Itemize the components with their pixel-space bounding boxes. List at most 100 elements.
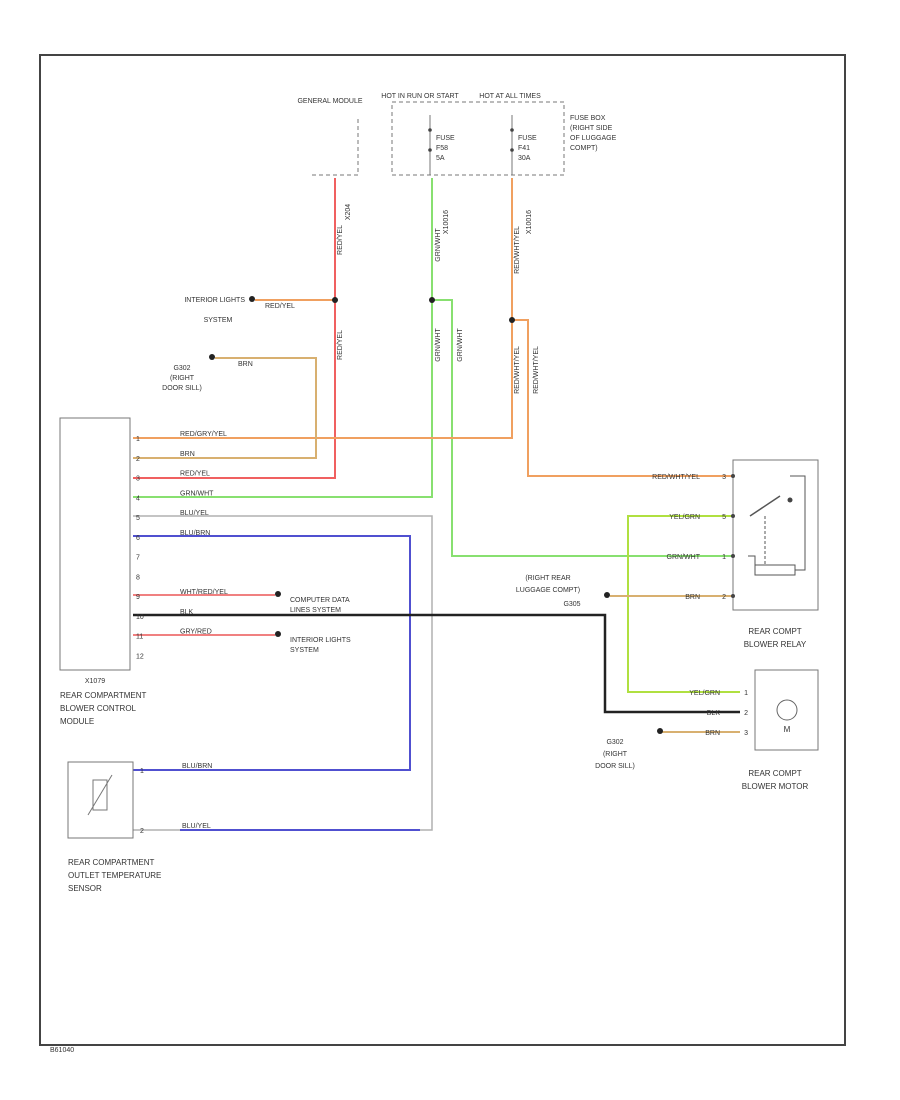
wire-red-wht-yel-relay bbox=[512, 319, 733, 477]
fuse-box-line-2: (RIGHT SIDE bbox=[570, 125, 613, 132]
wire-red-yel bbox=[133, 178, 336, 479]
module-pin-number: 1 bbox=[136, 436, 140, 443]
relay-pin-number: 2 bbox=[722, 594, 726, 601]
motor-pin-number: 2 bbox=[744, 710, 748, 717]
module-pin-number: 11 bbox=[136, 634, 143, 641]
blower-control-module: X1079 REAR COMPARTMENT BLOWER CONTROL MO… bbox=[59, 417, 146, 726]
relay-name-line-1: REAR COMPT bbox=[748, 627, 801, 636]
module-pin-number: 10 bbox=[136, 614, 144, 621]
gm-connector-id: X204 bbox=[345, 204, 352, 220]
module-name-line-2: BLOWER CONTROL bbox=[60, 704, 137, 713]
wire-label-gm-down: RED/YEL bbox=[337, 225, 344, 255]
relay-terminal bbox=[731, 554, 735, 558]
wire-label-f1-down: GRN/WHT bbox=[435, 228, 442, 262]
interior-lights-mid-line-1: INTERIOR LIGHTS bbox=[290, 637, 351, 644]
f2-connector-id: X10016 bbox=[526, 210, 533, 234]
module-pins: 1RED/GRY/YEL2BRN3RED/YEL4GRN/WHT5BLU/YEL… bbox=[136, 431, 228, 660]
fuse-1-terminal bbox=[428, 128, 432, 132]
relay-coil-icon bbox=[754, 564, 796, 576]
wire-label-f1-lower: GRN/WHT bbox=[435, 328, 442, 362]
motor-pin-wire-label: BRN bbox=[705, 730, 720, 737]
splice-green bbox=[429, 297, 435, 303]
relay-internal-wire bbox=[748, 555, 756, 570]
fuse-1-terminal bbox=[428, 148, 432, 152]
fuse-box: HOT IN RUN OR START HOT AT ALL TIMES FUS… bbox=[381, 93, 617, 176]
wire-grn-wht-module bbox=[133, 178, 433, 498]
module-pin-number: 2 bbox=[136, 456, 140, 463]
fuse-box-line-3: OF LUGGAGE bbox=[570, 135, 617, 142]
relay-pin-number: 3 bbox=[722, 474, 726, 481]
module-pin-number: 4 bbox=[136, 495, 140, 502]
sensor-body bbox=[67, 761, 134, 839]
ground-top-line-3: DOOR SILL) bbox=[162, 385, 202, 392]
outlet-temperature-sensor: REAR COMPARTMENT OUTLET TEMPERATURE SENS… bbox=[67, 761, 161, 893]
module-pin-wire-label: WHT/RED/YEL bbox=[180, 589, 228, 596]
ground-icon bbox=[604, 592, 610, 598]
diagram-id: B61040 bbox=[50, 1047, 74, 1054]
sensor-pin-number: 1 bbox=[140, 768, 144, 775]
interior-lights-mid-line-2: SYSTEM bbox=[290, 647, 319, 654]
motor-name-line-2: BLOWER MOTOR bbox=[742, 782, 809, 791]
module-pin-number: 9 bbox=[136, 594, 140, 601]
module-pin-number: 3 bbox=[136, 476, 140, 483]
sensor-pin-wire-label: BLU/YEL bbox=[182, 823, 211, 830]
fuse-box-line-1: FUSE BOX bbox=[570, 115, 606, 122]
sensor-name-line-1: REAR COMPARTMENT bbox=[68, 858, 154, 867]
fuse-1-line-1: FUSE bbox=[436, 135, 455, 142]
fuse-2-line-3: 30A bbox=[518, 155, 531, 162]
wire-label-f1-right: GRN/WHT bbox=[457, 328, 464, 362]
relay-pin-wire-label: GRN/WHT bbox=[667, 554, 701, 561]
fuse-box-boundary bbox=[391, 101, 565, 176]
module-pin-number: 12 bbox=[136, 653, 144, 660]
ground-motor-line-3: DOOR SILL) bbox=[595, 763, 635, 770]
ground-icon bbox=[209, 354, 215, 360]
fuse-box-line-4: COMPT) bbox=[570, 145, 598, 152]
module-pin-wire-label: RED/GRY/YEL bbox=[180, 431, 227, 438]
wire-yel-grn bbox=[627, 515, 740, 693]
splice-orange bbox=[509, 317, 515, 323]
diagram-frame bbox=[39, 54, 846, 1046]
general-module-label: GENERAL MODULE bbox=[297, 98, 362, 105]
wire-label-interior-lights: RED/YEL bbox=[265, 303, 295, 310]
relay-pin-number: 5 bbox=[722, 514, 726, 521]
ground-right-line-1: (RIGHT REAR bbox=[525, 575, 570, 582]
fuse-2-terminal bbox=[510, 148, 514, 152]
wire-blk bbox=[133, 613, 740, 714]
motor-pin-number: 1 bbox=[744, 690, 748, 697]
module-pin-number: 8 bbox=[136, 574, 140, 581]
module-pin-number: 7 bbox=[136, 555, 140, 562]
module-pin-wire-label: GRY/RED bbox=[180, 629, 212, 636]
connector-arrow-icon bbox=[275, 631, 281, 637]
module-connector-id: X1079 bbox=[85, 678, 105, 685]
wire-grn-wht-relay bbox=[432, 299, 733, 557]
motor-pin-wire-label: YEL/GRN bbox=[689, 690, 720, 697]
module-pin-wire-label: BRN bbox=[180, 451, 195, 458]
sensor-pin-wire-label: BLU/BRN bbox=[182, 763, 212, 770]
motor-icon bbox=[776, 699, 798, 721]
fuse-2-terminal bbox=[510, 128, 514, 132]
computer-data-line-1: COMPUTER DATA bbox=[290, 597, 350, 604]
relay-terminal bbox=[731, 514, 735, 518]
wire-label-f2-down: RED/WHT/YEL bbox=[514, 226, 521, 274]
wire-label-gm-lower: RED/YEL bbox=[337, 330, 344, 360]
blower-motor: M REAR COMPT BLOWER MOTOR bbox=[742, 669, 819, 791]
relay-pin-wire-label: YEL/GRN bbox=[669, 514, 700, 521]
wire-brn-ground bbox=[133, 357, 317, 459]
module-pin-wire-label: GRN/WHT bbox=[180, 490, 214, 497]
relay-switch-icon bbox=[749, 495, 781, 517]
wire-gray-loop bbox=[133, 515, 433, 831]
relay-terminal bbox=[731, 474, 735, 478]
module-pin-wire-label: BLU/BRN bbox=[180, 530, 210, 537]
general-module: GENERAL MODULE bbox=[297, 98, 363, 176]
module-pin-number: 6 bbox=[136, 535, 140, 542]
connector-arrow-icon bbox=[275, 591, 281, 597]
wire-label-f2-right: RED/WHT/YEL bbox=[533, 346, 540, 394]
connector-arrow-icon bbox=[249, 296, 255, 302]
module-pin-wire-label: RED/YEL bbox=[180, 471, 210, 478]
splice-red bbox=[332, 297, 338, 303]
relay-pin-wire-label: RED/WHT/YEL bbox=[652, 474, 700, 481]
module-pin-number: 5 bbox=[136, 515, 140, 522]
ground-top-line-1: G302 bbox=[173, 365, 190, 372]
